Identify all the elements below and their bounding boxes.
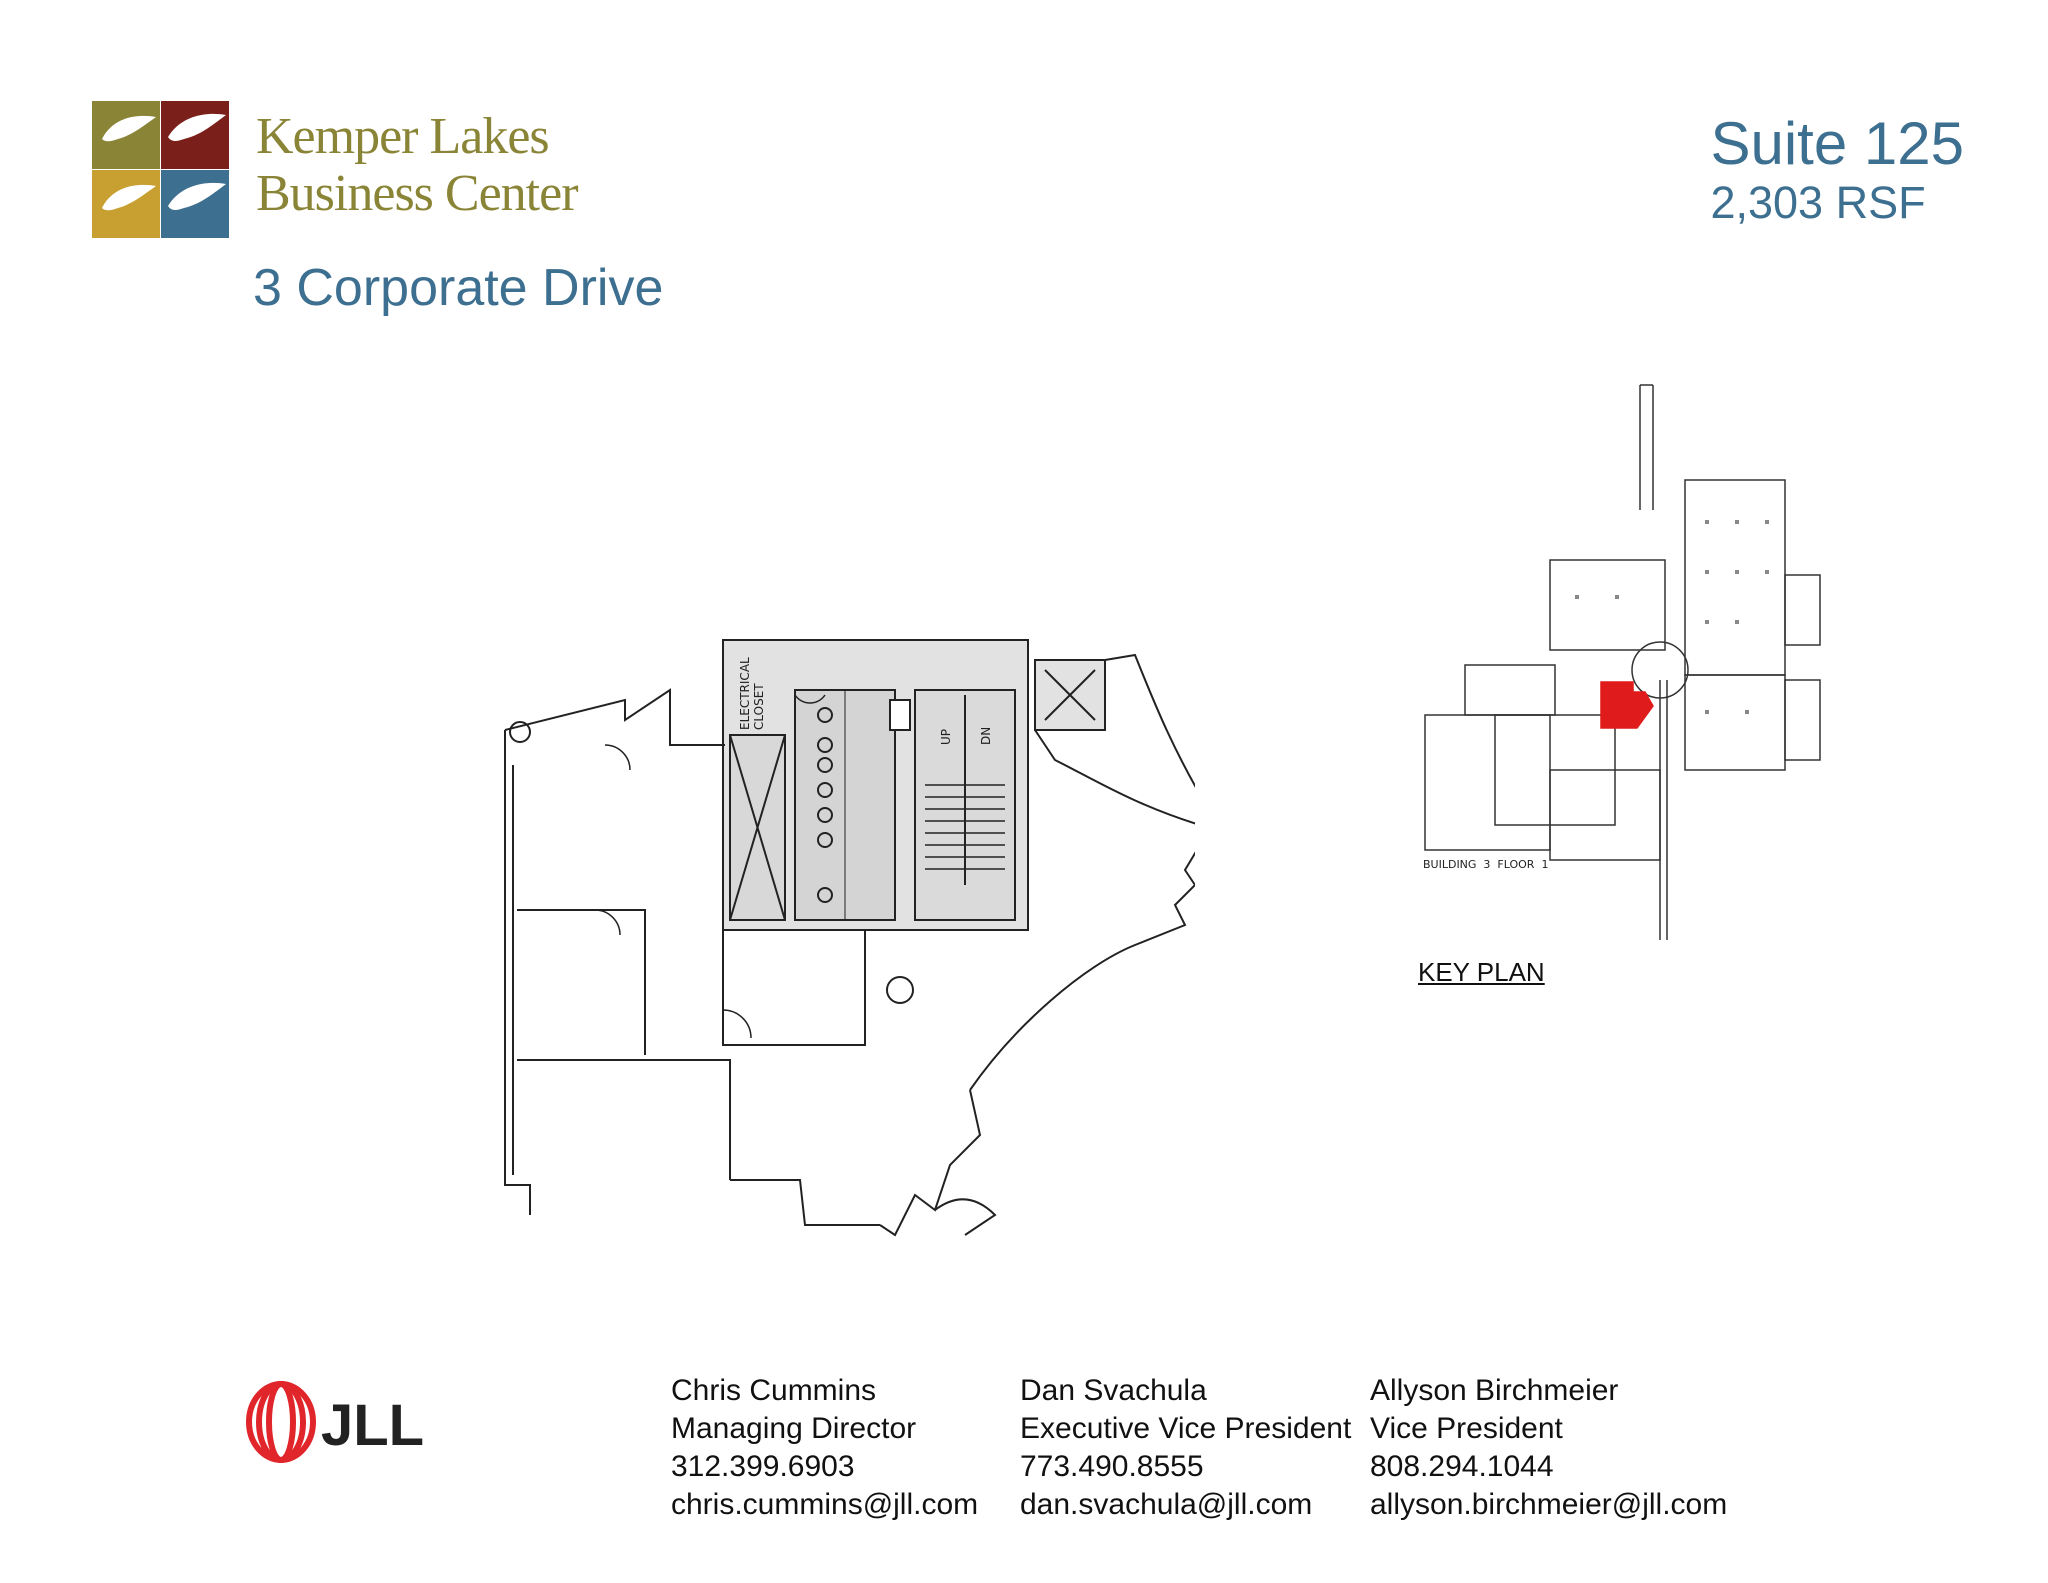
- contact-name: Allyson Birchmeier: [1370, 1374, 1619, 1407]
- contact-email[interactable]: chris.cummins@jll.com: [671, 1488, 979, 1521]
- brand-name: Kemper Lakes Business Center: [256, 108, 579, 222]
- label-dn: DN: [979, 727, 993, 745]
- contact-title: Executive Vice President: [1020, 1412, 1352, 1445]
- jll-logo-text: JLL: [321, 1393, 423, 1458]
- suite-area: 2,303 RSF: [1710, 177, 1926, 228]
- contact-card: Dan Svachula Executive Vice President 77…: [1020, 1372, 1351, 1524]
- contact-title: Managing Director: [671, 1412, 917, 1445]
- contact-name: Dan Svachula: [1020, 1374, 1207, 1407]
- floor-plan: ELECTRICAL CLOSET UP DN: [504, 639, 1195, 1237]
- suite-highlight: [1600, 681, 1654, 729]
- contact-name: Chris Cummins: [671, 1374, 877, 1407]
- core-area: [722, 639, 1029, 931]
- contact-phone[interactable]: 773.490.8555: [1020, 1450, 1204, 1483]
- keyplan-building-label: BUILDING 3 FLOOR 1: [1423, 858, 1548, 871]
- contact-phone[interactable]: 312.399.6903: [671, 1450, 855, 1483]
- label-electrical: ELECTRICAL: [738, 657, 752, 730]
- contact-title: Vice President: [1370, 1412, 1563, 1445]
- brand-logo-mark: [92, 101, 229, 238]
- key-plan: BUILDING 3 FLOOR 1: [1423, 384, 1821, 940]
- property-address: 3 Corporate Drive: [253, 259, 664, 317]
- keyplan-title: KEY PLAN: [1418, 957, 1545, 987]
- label-up: UP: [939, 729, 953, 745]
- suite-name: Suite 125: [1710, 110, 1964, 177]
- label-closet: CLOSET: [752, 683, 766, 730]
- jll-logo: JLL: [243, 1379, 424, 1465]
- jll-logo-icon: JLL: [246, 1381, 424, 1463]
- contact-card: Allyson Birchmeier Vice President 808.29…: [1370, 1372, 1727, 1524]
- contact-email[interactable]: allyson.birchmeier@jll.com: [1370, 1488, 1728, 1521]
- contact-email[interactable]: dan.svachula@jll.com: [1020, 1488, 1313, 1521]
- brand-line-1: Kemper Lakes: [256, 108, 550, 165]
- brand-line-2: Business Center: [256, 165, 579, 222]
- suite-info: Suite 125 2,303 RSF: [1710, 112, 1964, 230]
- contact-card: Chris Cummins Managing Director 312.399.…: [671, 1372, 978, 1524]
- contact-phone[interactable]: 808.294.1044: [1370, 1450, 1554, 1483]
